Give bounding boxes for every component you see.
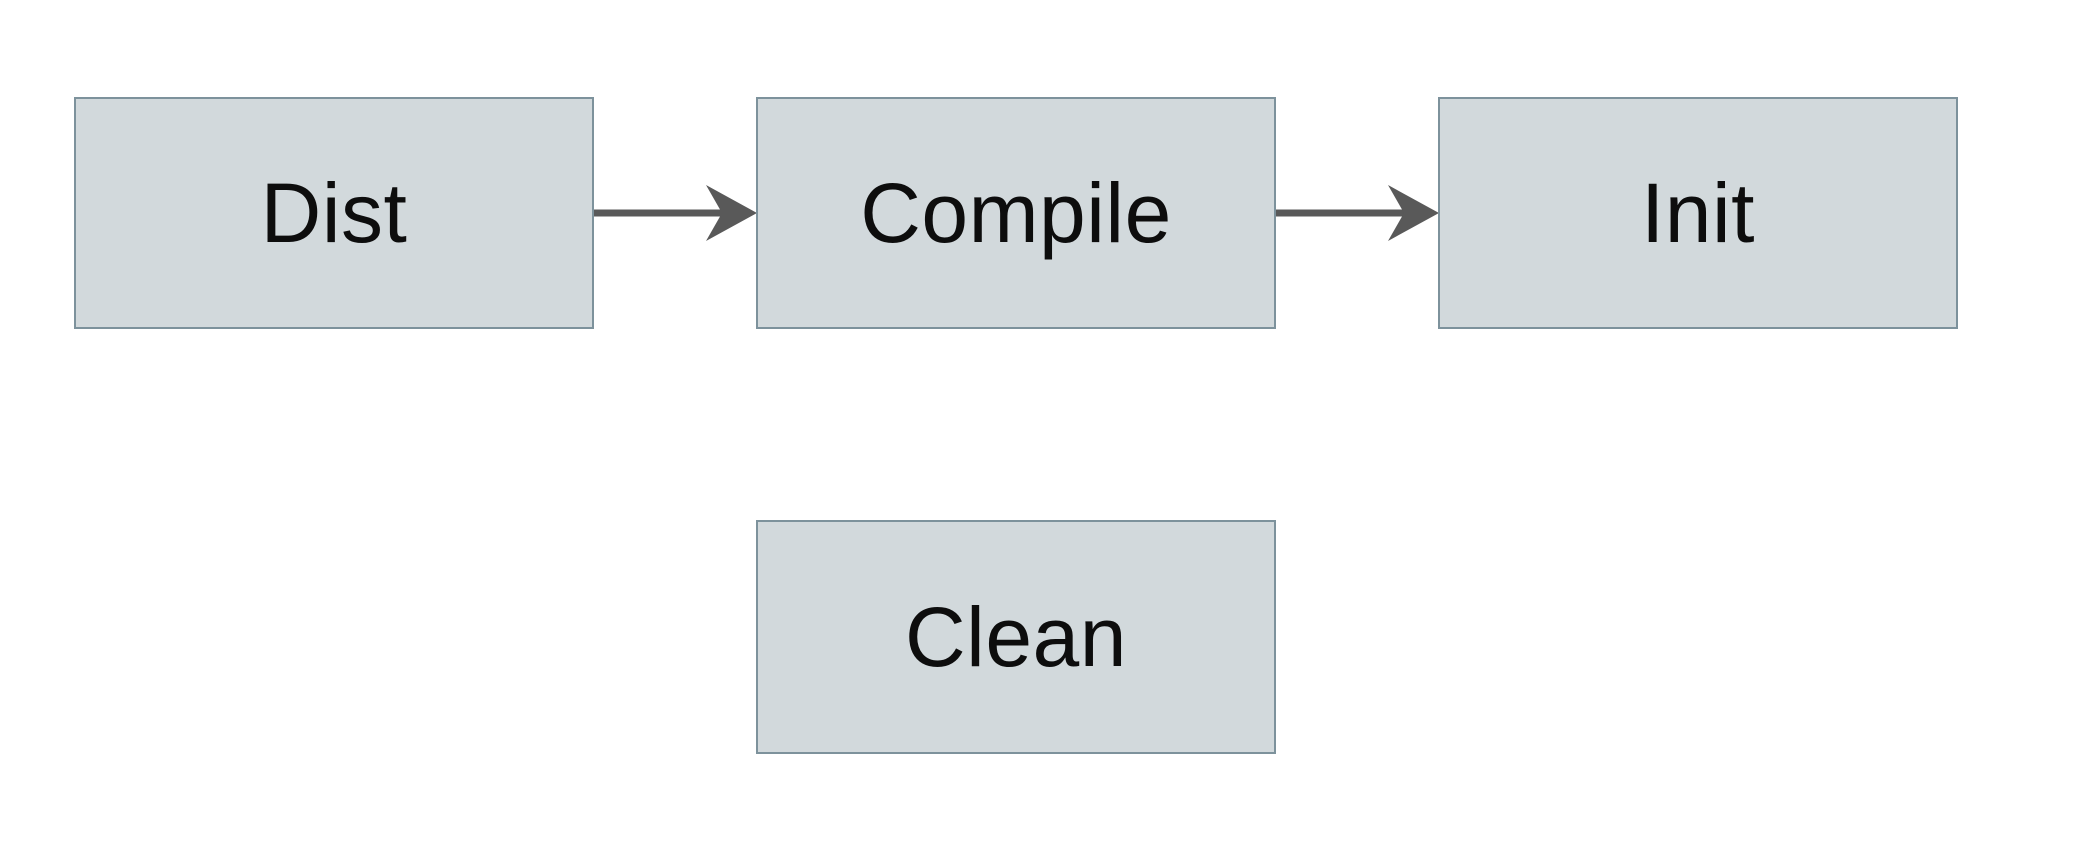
arrowhead-icon (1388, 185, 1439, 241)
node-dist: Dist (74, 97, 594, 329)
node-clean: Clean (756, 520, 1276, 754)
node-dist-label: Dist (260, 166, 408, 260)
node-compile: Compile (756, 97, 1276, 329)
node-compile-label: Compile (860, 166, 1172, 260)
arrow-dist-to-compile (594, 185, 757, 241)
node-clean-label: Clean (905, 590, 1127, 684)
arrowhead-icon (706, 185, 757, 241)
node-init-label: Init (1640, 166, 1756, 260)
arrow-compile-to-init (1276, 185, 1439, 241)
node-init: Init (1438, 97, 1958, 329)
